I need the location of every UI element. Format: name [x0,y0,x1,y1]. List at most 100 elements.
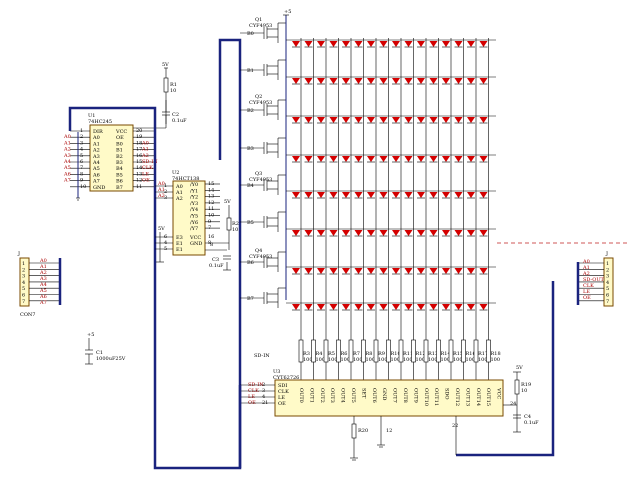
mosfet-gate-net: B1 [247,68,254,74]
led [404,268,413,274]
led [304,117,313,123]
u3-part: CYT62726 [273,375,299,381]
r19-supply-label: 5V [516,365,523,371]
mosfet-gate-net: B5 [247,220,254,226]
mosfet-gate-net: B4 [247,183,254,189]
led [367,78,375,84]
column-resistor-ref: R13 [428,351,438,357]
led [329,156,338,162]
u2-part: 74HCT138 [172,176,199,182]
led [379,41,388,47]
led [354,117,363,123]
led [442,156,450,162]
u3-body [274,379,504,417]
led [292,41,300,47]
u1-pin-left: GND [93,185,105,191]
u3-pin-bottom: OUT6 [371,388,377,403]
mosfet-gate-net: B3 [247,146,254,152]
led [342,268,350,274]
u3-pin-left: SDI [278,383,287,389]
led [392,304,400,310]
mosfet-gate-net: B2 [247,108,254,114]
mosfet-part: CYF4953 [249,177,272,183]
j2-pin-num: 4 [606,280,609,286]
u3-pin-left: LE [278,395,285,401]
u3-pin-bottom: OUT8 [402,388,408,403]
j2-net: SD-OUT [583,277,605,283]
u3-pin-bottom: SDO [444,388,450,400]
c4-value: 0.1uF [524,420,539,426]
led [317,230,325,236]
u1-net-left: A2 [63,147,71,153]
u1-pin-right: B2 [116,154,123,160]
u1-body [89,124,134,192]
u2-pin-right: /Y5 [190,214,198,220]
mosfet-part: CYF4953 [249,100,272,106]
u1-net-right: SD-IN [142,159,158,165]
led [379,268,388,274]
j1-pin-num: 3 [22,274,25,280]
column-resistor-value: 100 [478,357,488,363]
column-resistor-value: 100 [378,357,388,363]
led [454,78,463,84]
u2-net: A1 [157,187,165,193]
r20-resistor [351,423,357,439]
column-resistor-value: 100 [453,357,463,363]
mosfet-gate-net: B0 [247,31,254,37]
led [454,156,463,162]
led [317,192,325,198]
led [417,117,425,123]
u3-pin-bottom: OUT11 [433,388,439,406]
u1-pin-left: A4 [92,160,100,166]
j1-net: A5 [39,288,47,294]
u3-pin-bottom: OUT14 [475,388,481,406]
column-resistor-ref: R5 [328,351,335,357]
r20-ref: R20 [358,428,368,434]
u2-pin-right: VCC [189,235,201,241]
u3-label: SD-IN [254,353,270,359]
j2-ref: J [605,251,608,257]
u2-pin-left: A1 [175,190,183,196]
led [329,268,338,274]
led [429,156,438,162]
led [367,230,375,236]
led [392,230,400,236]
u1-net-right: OE [142,178,150,184]
u1-part: 74HC245 [88,119,112,125]
u1-pin-right: VCC [115,129,127,135]
led [342,230,350,236]
led [379,230,388,236]
c1-bulk-cap: +5 C1 1000uF25V [85,332,126,365]
led [442,78,450,84]
column-resistor-ref: R6 [341,351,348,357]
u1-net-left: A4 [63,159,71,165]
led [354,192,363,198]
vplus-label: +5 [284,9,291,15]
u1-buffer: U1 74HC245 DIR1A02A0A13A1A24A2A35A3A46A4… [63,113,158,192]
led [429,268,438,274]
mosfet-part: CYF4953 [249,254,272,260]
led [317,268,325,274]
u1-pin-right: B6 [116,179,123,185]
led [467,41,475,47]
led [404,78,413,84]
j1-net: A3 [39,276,47,282]
r1-ref: R1 [170,82,177,88]
led [329,117,338,123]
c1-value: 1000uF25V [96,356,126,362]
led [429,304,438,310]
led [342,78,350,84]
u1-ref: U1 [88,113,95,119]
r1-supply-label: 5V [162,62,169,68]
j2-pin-num: 1 [606,261,609,267]
u1-pin-right: OE [116,135,124,141]
u2-pin-num-right: 16 [208,234,214,240]
column-resistor-ref: R10 [391,351,401,357]
r19-ref: R19 [521,382,531,388]
j2-pin-num: 7 [606,299,609,305]
column-resistor-ref: R4 [316,351,323,357]
j2-net: CLK [583,283,594,289]
led [342,156,350,162]
u2-enable-supply: 5V [158,226,165,232]
